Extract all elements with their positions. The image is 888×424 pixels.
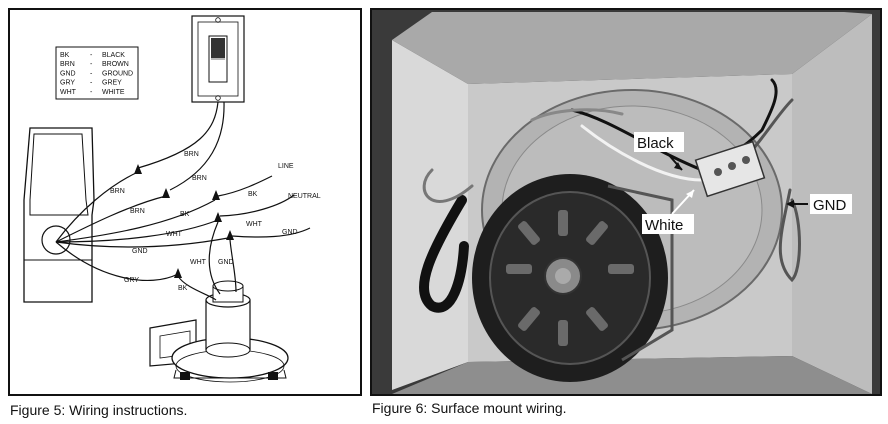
terminal-block bbox=[694, 140, 766, 198]
blower-motor bbox=[149, 280, 289, 383]
photo-illustration: Black White GND bbox=[372, 10, 880, 394]
wire-label-neutral: NEUTRAL bbox=[288, 193, 321, 200]
wall-switch bbox=[191, 15, 245, 103]
wire-label-brn-low: BRN bbox=[130, 208, 145, 215]
legend-name: BLACK bbox=[102, 52, 125, 59]
wire-label-wht-left: WHT bbox=[166, 231, 183, 238]
wire-label-brn-mid: BRN bbox=[192, 175, 207, 182]
wire-label-gnd-left: GND bbox=[132, 248, 148, 255]
figure5-caption: Figure 5: Wiring instructions. bbox=[10, 402, 188, 418]
power-cord bbox=[419, 168, 474, 313]
wire-label-wht-mid: WHT bbox=[246, 221, 263, 228]
wire-labels: BRN BRN BRN BRN LINE BK NEUTRAL BK WHT W… bbox=[110, 151, 321, 292]
legend-name: GROUND bbox=[102, 70, 133, 77]
legend-abbr: BK bbox=[60, 52, 70, 59]
legend-sep: - bbox=[90, 80, 93, 87]
legend-abbr: BRN bbox=[60, 61, 75, 68]
legend-sep: - bbox=[90, 52, 93, 59]
wiring-diagram: BK - BLACK BRN - BROWN GND - GROUND GRY - GREY WHT - W… bbox=[23, 15, 321, 383]
surface-mount-photo: Black White GND bbox=[370, 8, 882, 396]
label-gnd: GND bbox=[813, 197, 847, 214]
legend-name: BROWN bbox=[102, 61, 129, 68]
legend-sep: - bbox=[90, 70, 93, 77]
wire-label-line: LINE bbox=[278, 163, 294, 170]
legend-abbr: WHT bbox=[60, 89, 77, 96]
wiring-diagram-panel: BK - BLACK BRN - BROWN GND - GROUND GRY - GREY WHT - W… bbox=[8, 8, 362, 396]
legend-abbr: GRY bbox=[60, 80, 75, 87]
legend-name: GREY bbox=[102, 80, 122, 87]
legend-name: WHITE bbox=[102, 89, 125, 96]
label-white: White bbox=[645, 217, 683, 234]
legend-sep: - bbox=[90, 61, 93, 68]
wire-color-legend: BK - BLACK BRN - BROWN GND - GROUND GRY - GREY WHT - W… bbox=[55, 46, 139, 100]
wire-label-gnd-low: GND bbox=[218, 259, 234, 266]
wire-label-gry: GRY bbox=[124, 277, 139, 284]
legend-sep: - bbox=[90, 89, 93, 96]
wire-label-bk-low: BK bbox=[178, 285, 188, 292]
label-black: Black bbox=[637, 135, 674, 152]
figure6-caption: Figure 6: Surface mount wiring. bbox=[372, 400, 567, 416]
wire-label-gnd-right: GND bbox=[282, 229, 298, 236]
wire-label-bk-mid: BK bbox=[180, 211, 190, 218]
wire-label-bk-line: BK bbox=[248, 191, 258, 198]
motor-body bbox=[472, 174, 674, 382]
wall-cap bbox=[23, 127, 95, 303]
legend-abbr: GND bbox=[60, 70, 76, 77]
wire-label-brn-left: BRN bbox=[110, 188, 125, 195]
wire-label-brn-top: BRN bbox=[184, 151, 199, 158]
wire-label-wht-low: WHT bbox=[190, 259, 207, 266]
wires bbox=[55, 101, 311, 301]
wire-nuts bbox=[134, 164, 234, 278]
photo-labels: Black White GND bbox=[634, 132, 852, 234]
